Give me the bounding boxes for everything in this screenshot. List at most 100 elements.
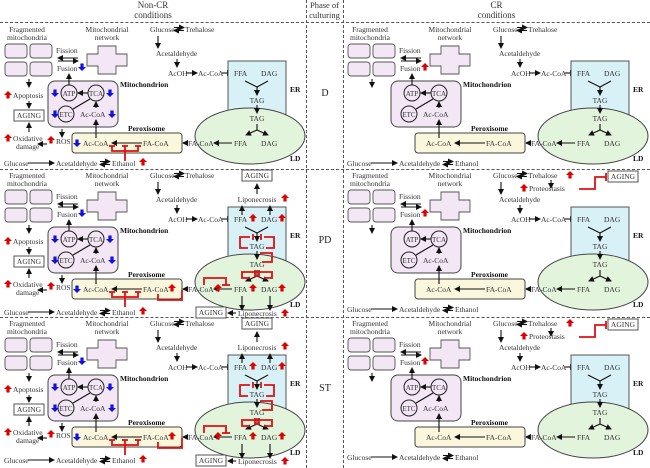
fragmented-mitochondrion bbox=[29, 61, 53, 77]
fusion-label: Fusion bbox=[400, 210, 421, 219]
fission-label: Fission bbox=[399, 46, 421, 55]
fission-label: Fission bbox=[399, 340, 421, 349]
glucose-bottom-label: Glucose bbox=[347, 453, 372, 462]
ld-ffa-label: FFA bbox=[577, 433, 591, 442]
acoh-label: AcOH bbox=[511, 215, 531, 224]
mitochondrion-label: Mitochondrion bbox=[463, 374, 512, 383]
acetaldehyde-bottom-label: Acetaldehyde bbox=[399, 159, 441, 168]
proteostasis-inhibition-line bbox=[579, 176, 606, 190]
noncr-header-line1: Non-CR bbox=[137, 0, 169, 10]
ld-ffa-up-arrow-icon bbox=[249, 284, 257, 292]
cr-header-line2: conditions bbox=[477, 10, 516, 20]
er-tag-label: TAG bbox=[250, 390, 265, 399]
dag-join-line bbox=[256, 80, 269, 88]
mitochondrion-box bbox=[390, 374, 462, 422]
perox-facoa-label: FA-CoA bbox=[486, 285, 512, 294]
ld-dag-label: DAG bbox=[604, 285, 621, 294]
etc-label: ETC bbox=[402, 111, 416, 119]
acetaldehyde-top-label: Acetaldehyde bbox=[156, 343, 198, 352]
noncr-header-line2: conditions bbox=[134, 10, 172, 20]
top-liponecrosis-up-arrow-icon bbox=[281, 342, 289, 350]
ld-tag-label: TAG bbox=[250, 260, 265, 269]
ros-up-arrow-icon bbox=[47, 430, 55, 438]
acetaldehyde-top-label: Acetaldehyde bbox=[156, 195, 198, 204]
acoh-label: AcOH bbox=[168, 363, 188, 372]
er-ffa-label: FFA bbox=[577, 363, 591, 372]
ld-dag-label: DAG bbox=[261, 433, 278, 442]
mito-accoa-label: Ac-CoA bbox=[423, 256, 449, 265]
ld-tag-label: TAG bbox=[593, 408, 608, 417]
acoh-label: AcOH bbox=[511, 69, 531, 78]
etc-label: ETC bbox=[59, 405, 73, 413]
fragmented-label-1: Fragmented bbox=[9, 319, 45, 328]
tca-to-etc-arrow bbox=[415, 392, 434, 404]
perox-facoa-up-arrow-icon bbox=[168, 284, 176, 292]
ethanol-label: Ethanol bbox=[112, 308, 135, 317]
apoptosis-label: Apoptosis bbox=[13, 237, 44, 246]
peroxisome-label: Peroxisome bbox=[471, 418, 509, 427]
tca-to-etc-arrow bbox=[415, 244, 434, 256]
apoptosis-up-arrow-icon bbox=[4, 237, 12, 245]
cr-header-line1: CR bbox=[490, 0, 503, 10]
aging-label: AGING bbox=[17, 257, 42, 266]
ros-label: ROS bbox=[56, 431, 71, 440]
panel-content: FragmentedmitochondriaMitochondrialnetwo… bbox=[4, 317, 306, 467]
fragmented-mitochondrion bbox=[4, 207, 28, 223]
peroxisome-label: Peroxisome bbox=[128, 270, 166, 279]
peroxisome-label: Peroxisome bbox=[128, 124, 166, 133]
aging-label-box bbox=[13, 109, 45, 122]
ld-tag-label: TAG bbox=[250, 408, 265, 417]
er-ffa-label: FFA bbox=[234, 69, 248, 78]
fragmented-mitochondrion bbox=[347, 189, 371, 205]
bottom-aging-label: AGING bbox=[199, 308, 224, 317]
ros-up-arrow-icon bbox=[47, 136, 55, 144]
acetaldehyde-bottom-label: Acetaldehyde bbox=[399, 453, 441, 462]
fusion-label: Fusion bbox=[57, 358, 78, 367]
perox-facoa-label: FA-CoA bbox=[143, 285, 169, 294]
proteostasis-label: Proteostasis bbox=[529, 184, 565, 193]
ld-ffa-label: FFA bbox=[234, 285, 248, 294]
er-label: ER bbox=[633, 85, 644, 94]
mitochondrion-label: Mitochondrion bbox=[463, 226, 512, 235]
fragmented-mitochondrion bbox=[372, 43, 396, 59]
bottom-aging-label-box bbox=[195, 306, 227, 319]
proteostasis-aging-label: AGING bbox=[611, 172, 636, 181]
cr-header: CR conditions bbox=[343, 0, 650, 22]
er-ffa-label: FFA bbox=[577, 215, 591, 224]
network-label-2: network bbox=[95, 33, 120, 42]
noncr-header: Non-CR conditions bbox=[0, 0, 306, 22]
er-tag-label: TAG bbox=[593, 390, 608, 399]
atp-label: ATP bbox=[63, 384, 76, 392]
row-divider-2 bbox=[0, 317, 650, 318]
phase-header: Phase of culturing bbox=[306, 0, 343, 22]
fragmented-mitochondrion bbox=[4, 189, 28, 205]
ld-tag-to-dag-arrow bbox=[599, 275, 612, 282]
dag-join-line bbox=[599, 80, 612, 88]
er-tag-label: TAG bbox=[250, 242, 265, 251]
ld-dag-up-arrow-icon bbox=[278, 284, 286, 292]
top-liponecrosis-label: Liponecrosis bbox=[238, 343, 277, 352]
perox-facoa-label: FA-CoA bbox=[143, 433, 169, 442]
ld-tag-to-dag-arrow bbox=[599, 423, 612, 430]
etc-circle bbox=[400, 399, 418, 417]
network-label-1: Mitochondrial bbox=[86, 25, 129, 34]
acoh-label: AcOH bbox=[168, 215, 188, 224]
etc-label: ETC bbox=[59, 257, 73, 265]
er-inhibition-left bbox=[239, 236, 250, 249]
ffa-join-line bbox=[244, 226, 258, 234]
pathway-panel-cr-d: FragmentedmitochondriaMitochondrialnetwo… bbox=[347, 24, 649, 168]
network-label-1: Mitochondrial bbox=[86, 319, 129, 328]
acetaldehyde-bottom-label: Acetaldehyde bbox=[56, 308, 98, 317]
ld-tag-to-dag-arrow bbox=[256, 129, 269, 136]
proteostasis-label: Proteostasis bbox=[529, 332, 565, 341]
mitochondrion-box bbox=[47, 226, 119, 274]
pathway-panel-cr-st: FragmentedmitochondriaMitochondrialnetwo… bbox=[347, 318, 649, 462]
acetaldehyde-bottom-label: Acetaldehyde bbox=[56, 159, 98, 168]
tca-label: TCA bbox=[432, 384, 446, 392]
oxidative-label-2: damage bbox=[16, 142, 40, 151]
ros-label: ROS bbox=[56, 137, 71, 146]
bottom-aging-label: AGING bbox=[199, 456, 224, 465]
mito-accoa-label: Ac-CoA bbox=[80, 110, 106, 119]
dag-join-line bbox=[256, 374, 269, 382]
ld-ellipse bbox=[537, 107, 649, 165]
